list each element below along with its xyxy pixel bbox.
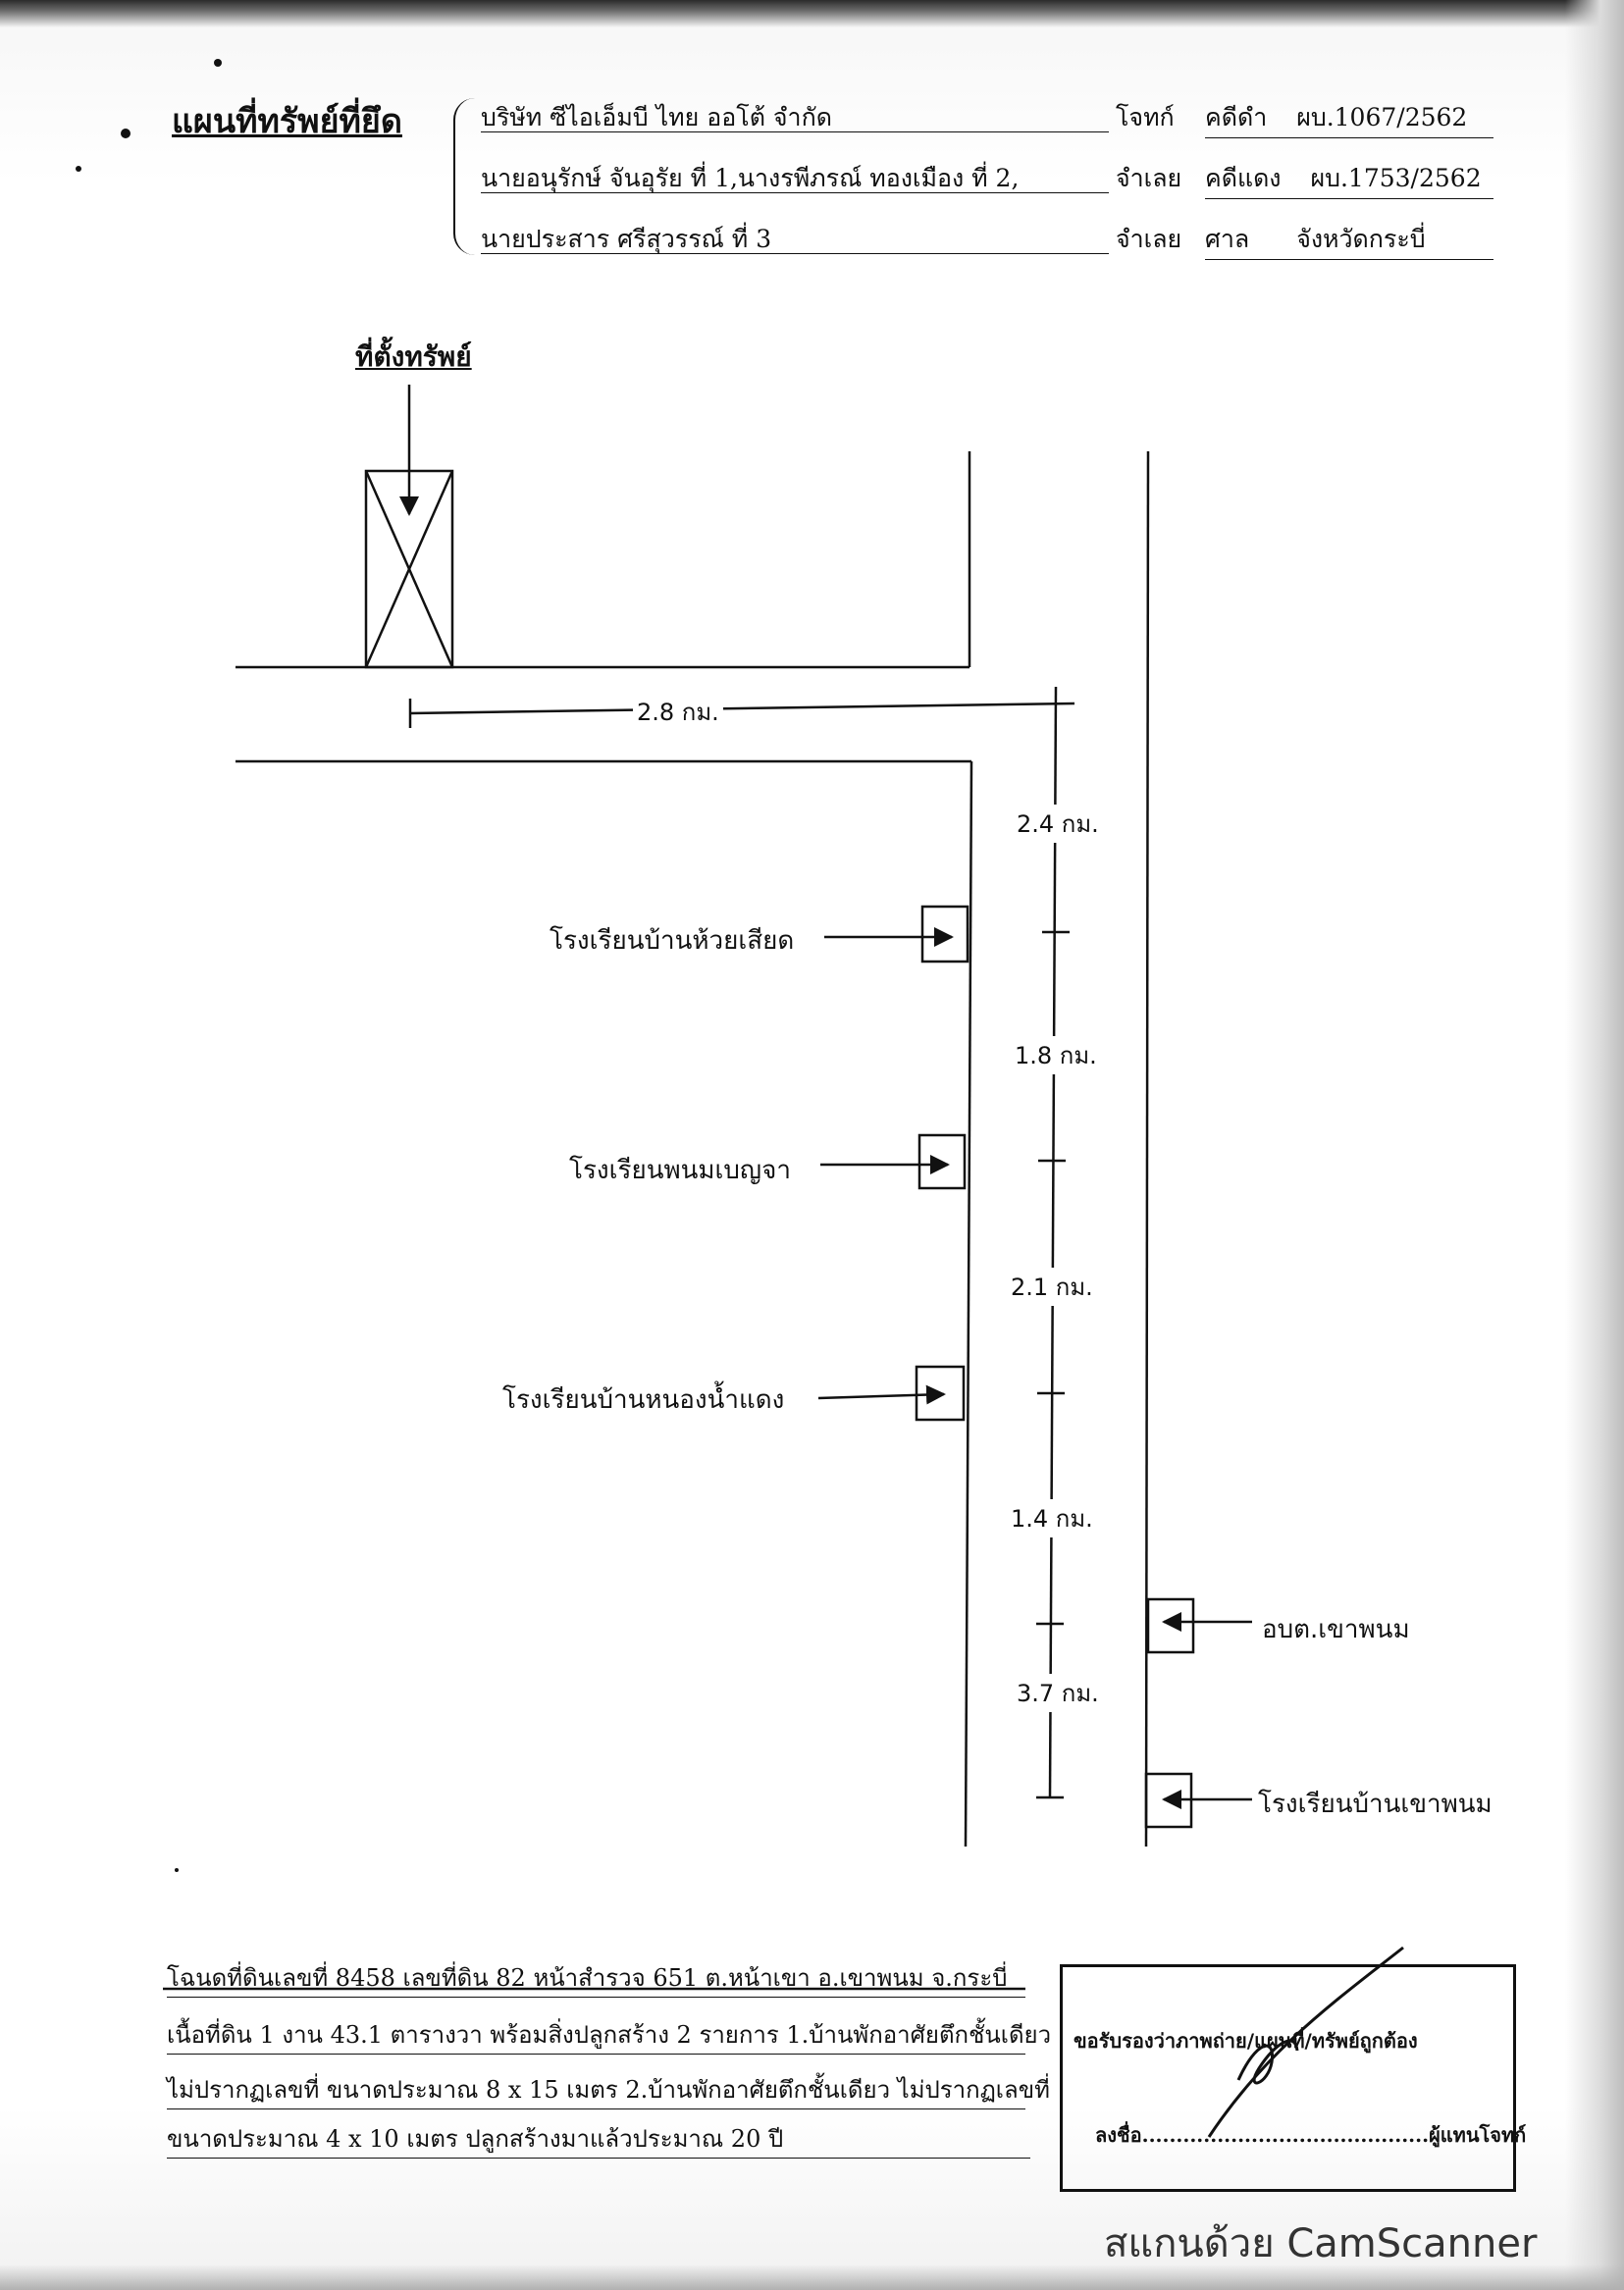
certification-box xyxy=(1060,1964,1516,2192)
defendant-name-3: นายประสาร ศรีสุวรรณ์ ที่ 3 xyxy=(481,220,1109,254)
description-line-4: ขนาดประมาณ 4 x 10 เมตร ปลูกสร้างมาแล้วปร… xyxy=(167,2119,1030,2159)
black-case-number: ผบ.1067/2562 xyxy=(1296,103,1468,131)
scan-top-shadow xyxy=(0,0,1624,27)
signature-stroke-1 xyxy=(1207,1946,1404,2138)
signature-line: ลงชื่อ..................................… xyxy=(1095,2119,1526,2151)
distance-segment-1: 2.4 กม. xyxy=(1013,805,1103,843)
school-nong-nam-daeng-box xyxy=(915,1365,966,1422)
main-road-right-edge xyxy=(1144,450,1150,1848)
red-case-field: คดีแดง ผบ.1753/2562 xyxy=(1205,159,1493,199)
scan-speck-2 xyxy=(214,59,222,67)
distance-segment-5: 3.7 กม. xyxy=(1013,1674,1103,1712)
scan-speck-4 xyxy=(175,1868,179,1872)
school-huai-siat-box xyxy=(920,905,969,963)
court-name: จังหวัดกระบี่ xyxy=(1296,225,1426,253)
court-label: ศาล xyxy=(1205,225,1250,253)
red-case-number: ผบ.1753/2562 xyxy=(1310,164,1482,192)
school-nong-nam-daeng-label: โรงเรียนบ้านหนองน้ำแดง xyxy=(502,1385,785,1415)
horizontal-distance-label: 2.8 กม. xyxy=(633,693,723,731)
map-title: แผนที่ทรัพย์ที่ยึด xyxy=(172,102,402,141)
school-nong-nam-daeng-arrow xyxy=(817,1384,946,1405)
description-line-1: โฉนดที่ดินเลขที่ 8458 เลขที่ดิน 82 หน้าส… xyxy=(167,1958,1025,1998)
red-case-label: คดีแดง xyxy=(1205,164,1282,192)
distance-segment-2: 1.8 กม. xyxy=(1011,1036,1101,1074)
scan-speck-3 xyxy=(76,166,81,172)
distance-segment-4: 1.4 กม. xyxy=(1007,1499,1097,1537)
signature-stroke-2 xyxy=(1236,2039,1299,2085)
defendant-role-2: จำเลย xyxy=(1116,225,1182,253)
plaintiff-name: บริษัท ซีไอเอ็มบี ไทย ออโต้ จำกัด xyxy=(481,98,1109,132)
distance-segment-3: 2.1 กม. xyxy=(1007,1268,1097,1306)
scan-bottom-edge xyxy=(0,2264,1624,2290)
defendant-names-1-2: นายอนุรักษ์ จันอุรัย ที่ 1,นางรพีภรณ์ ทอ… xyxy=(481,159,1109,193)
plaintiff-role: โจทก์ xyxy=(1116,103,1175,131)
description-line-3: ไม่ปรากฏเลขที่ ขนาดประมาณ 8 x 15 เมตร 2.… xyxy=(167,2070,1050,2109)
school-huai-siat-label: โรงเรียนบ้านห้วยเสียด xyxy=(550,926,795,956)
school-phanom-benja-label: โรงเรียนพนมเบญจา xyxy=(569,1156,791,1185)
horizontal-dim-line xyxy=(409,702,1075,715)
party-brace xyxy=(453,98,477,255)
scan-right-edge xyxy=(1565,0,1624,2290)
property-location-label: ที่ตั้งทรัพย์ xyxy=(355,340,472,373)
signature-prefix: ลงชื่อ..................................… xyxy=(1095,2123,1430,2147)
signature-suffix: ผู้แทนโจทก์ xyxy=(1429,2123,1527,2147)
property-box-cross-2 xyxy=(364,470,454,668)
sao-khao-phanom-box xyxy=(1146,1597,1195,1654)
certification-statement: ขอรับรองว่าภาพถ่าย/แผนที่/ทรัพย์ถูกต้อง xyxy=(1074,2029,1418,2053)
school-ban-khao-phanom-label: โรงเรียนบ้านเขาพนม xyxy=(1258,1790,1493,1819)
scan-speck-1 xyxy=(121,129,131,138)
main-road-left-edge xyxy=(964,760,973,1848)
defendant-role-1: จำเลย xyxy=(1116,164,1182,192)
school-phanom-benja-box xyxy=(917,1133,967,1190)
black-case-field: คดีดำ ผบ.1067/2562 xyxy=(1205,98,1493,138)
sao-khao-phanom-label: อบต.เขาพนม xyxy=(1262,1615,1410,1644)
vertical-dim-line xyxy=(1048,686,1058,1798)
black-case-label: คดีดำ xyxy=(1205,103,1268,131)
camscanner-watermark: สแกนด้วย CamScanner xyxy=(1104,2221,1538,2266)
court-field: ศาล จังหวัดกระบี่ xyxy=(1205,220,1493,260)
description-line-2: เนื้อที่ดิน 1 งาน 43.1 ตารางวา พร้อมสิ่ง… xyxy=(167,2015,1051,2055)
